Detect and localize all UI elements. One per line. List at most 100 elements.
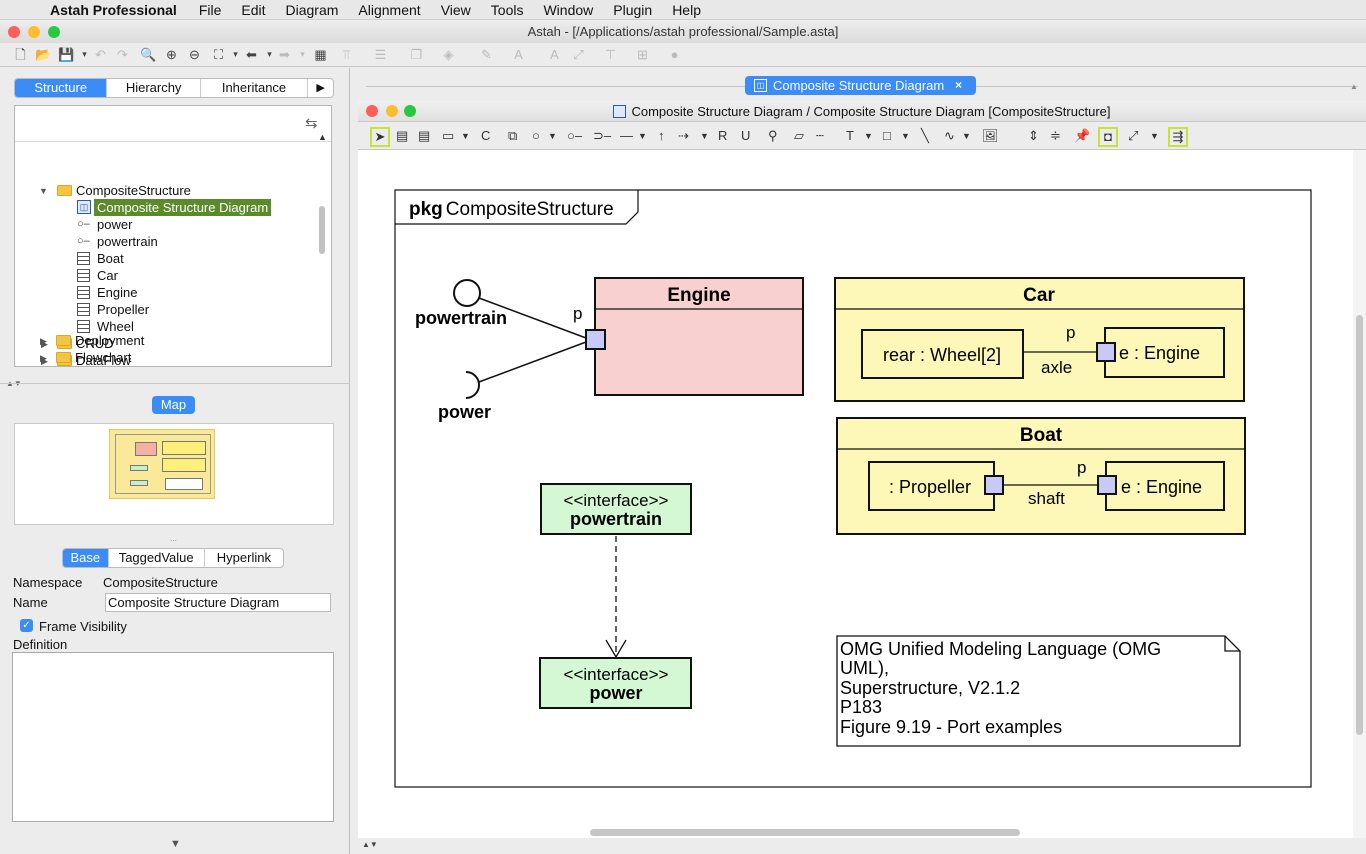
minimize-window-button[interactable] xyxy=(28,26,40,38)
car-part-engine[interactable] xyxy=(1104,327,1225,378)
map-overview[interactable] xyxy=(14,423,334,525)
menu-file[interactable]: File xyxy=(198,1,222,18)
part-tool-icon[interactable]: ▤ xyxy=(418,128,431,143)
close-window-button[interactable] xyxy=(8,26,20,38)
save-dropdown-icon[interactable]: ▾ xyxy=(82,49,87,59)
vertical-scrollbar[interactable] xyxy=(1353,150,1366,838)
scroll-up-icon[interactable]: ▲ xyxy=(318,132,327,142)
tab-structure[interactable]: Structure xyxy=(15,79,108,97)
horizontal-scrollbar-thumb[interactable] xyxy=(590,829,1020,836)
close-diagram-button[interactable] xyxy=(366,105,378,117)
interface-powertrain[interactable] xyxy=(540,483,692,535)
provided-interface-tool-icon[interactable]: ○– xyxy=(567,128,583,143)
text-tool-icon[interactable]: T xyxy=(846,128,854,143)
freehand-dropdown-icon[interactable]: ▼ xyxy=(962,131,971,141)
map-label[interactable]: Map xyxy=(152,396,195,414)
rectangle-tool-icon[interactable]: □ xyxy=(883,128,891,143)
horizontal-scrollbar[interactable] xyxy=(358,826,1353,838)
required-interface-icon[interactable] xyxy=(465,371,480,399)
port-connect-tool-icon[interactable]: ⧉ xyxy=(508,128,518,143)
menu-diagram[interactable]: Diagram xyxy=(285,1,339,18)
collapsed-arrow-icon[interactable]: ▶ xyxy=(41,339,48,349)
zoom-diagram-button[interactable] xyxy=(404,105,416,117)
minimize-diagram-button[interactable] xyxy=(386,105,398,117)
fit-dropdown-icon[interactable]: ▾ xyxy=(233,49,238,59)
menu-window[interactable]: Window xyxy=(543,1,594,18)
back-dropdown-icon[interactable]: ▾ xyxy=(267,49,272,59)
dependency-dropdown-icon[interactable]: ▼ xyxy=(700,131,709,141)
line-tool-icon[interactable]: ╲ xyxy=(921,128,929,143)
layout-icon[interactable]: ⊞ xyxy=(637,47,648,62)
shape-color-icon[interactable]: ● xyxy=(670,47,679,62)
arrange-icon[interactable]: ❐ xyxy=(410,47,423,62)
zoom-window-button[interactable] xyxy=(48,26,60,38)
tab-hyperlink[interactable]: Hyperlink xyxy=(216,550,271,565)
usage-tool-icon[interactable]: U xyxy=(741,128,751,143)
vertical-scrollbar-thumb[interactable] xyxy=(1356,315,1363,735)
menu-tools[interactable]: Tools xyxy=(490,1,524,18)
menu-plugin[interactable]: Plugin xyxy=(613,1,653,18)
port-dropdown-icon[interactable]: ▼ xyxy=(461,131,470,141)
frame-visibility-checkbox[interactable]: ✓ xyxy=(20,619,33,632)
panel-collapse-icon[interactable]: ▼ xyxy=(170,838,181,850)
connector-tool-icon[interactable]: — xyxy=(620,128,633,143)
pin-icon[interactable]: 📌 xyxy=(1074,128,1091,143)
align-icon[interactable]: ☰ xyxy=(374,47,387,62)
forward-dropdown-icon[interactable]: ▾ xyxy=(300,49,305,59)
tab-scroll-right-icon[interactable]: ▶ xyxy=(316,82,325,94)
zoom-icon[interactable]: 🔍 xyxy=(140,47,157,62)
sync-icon[interactable]: ⇆ xyxy=(305,115,318,132)
new-file-icon[interactable]: 🗋 xyxy=(15,47,26,62)
tab-base[interactable]: Base xyxy=(63,549,109,567)
property-view-icon[interactable]: ⇶ xyxy=(1168,127,1188,147)
zoom-in-icon[interactable]: ⊕ xyxy=(166,47,177,62)
menu-view[interactable]: View xyxy=(440,1,471,18)
port-tool-icon[interactable]: ▭ xyxy=(442,128,455,143)
collapsed-arrow-icon[interactable]: ▶ xyxy=(40,353,47,363)
map-viewport[interactable] xyxy=(109,429,215,499)
car-engine-port[interactable] xyxy=(1096,342,1116,362)
dependency-tool-icon[interactable]: ⇢ xyxy=(678,128,689,143)
open-folder-icon[interactable]: 📂 xyxy=(35,47,52,62)
menu-app-name[interactable]: Astah Professional xyxy=(50,1,177,18)
class-tool-icon[interactable]: ▤ xyxy=(396,128,409,143)
line-style-dropdown-icon[interactable]: ▼ xyxy=(1150,131,1159,141)
snap-icon[interactable]: ◘ xyxy=(1098,127,1118,147)
boat-engine-port[interactable] xyxy=(1097,475,1117,495)
undo-icon[interactable]: ↶ xyxy=(95,47,106,62)
splitter-handle-icon[interactable]: ⋯ xyxy=(170,538,177,545)
tree-scrollbar-thumb[interactable] xyxy=(319,206,325,254)
rectangle-dropdown-icon[interactable]: ▼ xyxy=(901,131,910,141)
engine-port[interactable] xyxy=(585,329,606,350)
interface-dropdown-icon[interactable]: ▼ xyxy=(548,131,557,141)
generalization-tool-icon[interactable]: ↑ xyxy=(658,128,665,143)
note-tool-icon[interactable]: ▱ xyxy=(794,128,804,143)
tree-layout-icon[interactable]: ⊤ xyxy=(604,47,617,62)
tab-composite-structure-diagram[interactable]: ◫ Composite Structure Diagram × xyxy=(745,76,976,95)
note-anchor-tool-icon[interactable]: ┄ xyxy=(816,128,824,143)
redo-icon[interactable]: ↷ xyxy=(117,47,128,62)
font-color-icon[interactable]: A xyxy=(514,47,523,62)
freehand-tool-icon[interactable]: ∿ xyxy=(944,128,955,143)
tab-menu-icon[interactable]: ▲ xyxy=(1350,82,1358,91)
grid-icon[interactable]: ▦ xyxy=(314,47,327,62)
engine-class[interactable] xyxy=(594,277,804,396)
image-tool-icon[interactable]: 🖼 xyxy=(982,128,999,143)
save-icon[interactable]: 💾 xyxy=(58,47,75,62)
line-style-icon[interactable]: ⤢ xyxy=(573,47,584,62)
boat-part-engine[interactable] xyxy=(1105,461,1225,511)
collaboration-tool-icon[interactable]: C xyxy=(481,128,491,143)
fill-color-icon[interactable]: ◈ xyxy=(443,47,454,62)
fit-window-icon[interactable]: ⛶ xyxy=(213,47,224,62)
vertical-space-icon[interactable]: ⇕ xyxy=(1028,128,1039,143)
interface-tool-icon[interactable]: ○ xyxy=(532,128,540,143)
menu-alignment[interactable]: Alignment xyxy=(358,1,421,18)
back-arrow-icon[interactable]: ⬅ xyxy=(246,47,257,62)
expanded-arrow-icon[interactable]: ▼ xyxy=(39,186,48,196)
tab-inheritance[interactable]: Inheritance xyxy=(201,79,309,97)
realization-tool-icon[interactable]: R xyxy=(718,128,728,143)
line-style-icon[interactable]: ⤢ xyxy=(1128,128,1139,143)
collapsed-arrow-icon[interactable]: ▶ xyxy=(41,356,48,366)
